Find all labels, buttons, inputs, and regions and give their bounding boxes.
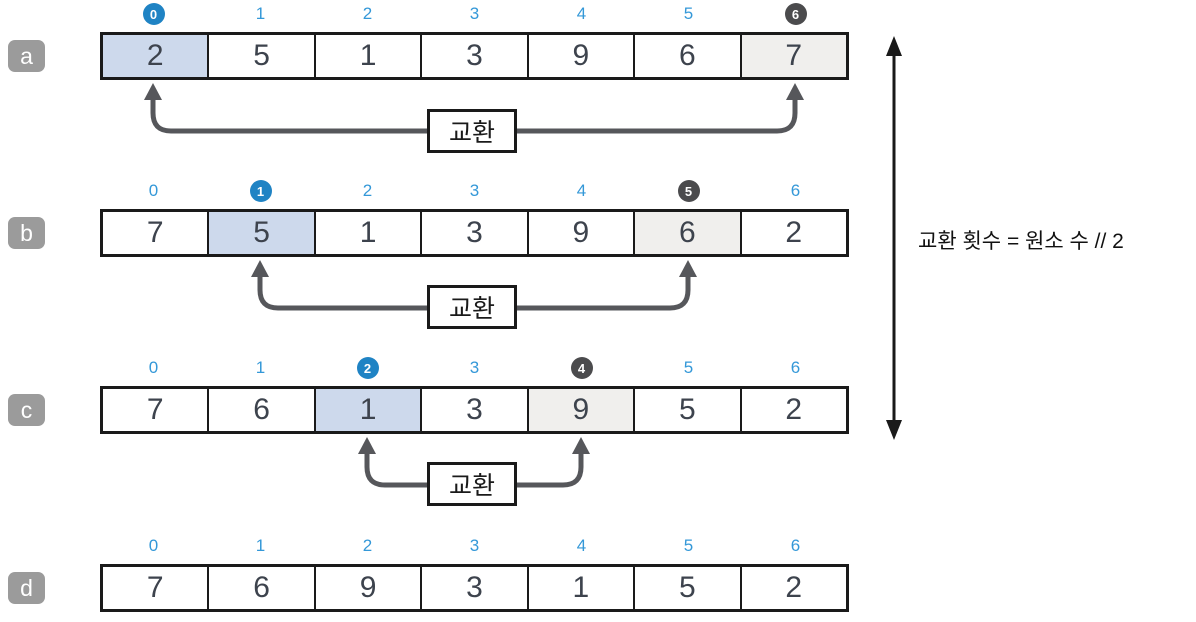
- array-cell: 7: [146, 571, 164, 604]
- array-row-b: 7 5 1 3 9 6 2: [100, 209, 849, 257]
- index-label: 4: [576, 536, 587, 555]
- step-label-a: a: [8, 40, 45, 72]
- array-row-d: 7 6 9 3 1 5 2: [100, 564, 849, 612]
- index-badge-swap-right: 6: [784, 3, 807, 25]
- index-label: 6: [790, 358, 801, 377]
- index-label: 3: [469, 181, 480, 200]
- array-cell: 5: [207, 35, 313, 77]
- array-cell: 9: [526, 212, 633, 254]
- array-cell: 1: [313, 35, 420, 77]
- array-cell: 3: [420, 212, 526, 254]
- step-label-b: b: [8, 217, 45, 249]
- index-label: 0: [148, 358, 159, 377]
- array-cell: 5: [633, 567, 739, 609]
- array-cell: 6: [633, 35, 739, 77]
- array-row-a: 2 5 1 3 9 6 7: [100, 32, 849, 80]
- array-cell: 6: [207, 389, 313, 431]
- index-label: 6: [790, 536, 801, 555]
- swap-count-annotation: 교환 횟수 = 원소 수 // 2: [918, 230, 1124, 253]
- index-row-d: 0 1 2 3 4 5 6: [100, 534, 849, 558]
- range-double-arrow: [886, 36, 902, 440]
- array-cell: 3: [420, 567, 526, 609]
- index-label: 4: [576, 181, 587, 200]
- array-cell: 3: [420, 35, 526, 77]
- array-cell: 9: [526, 35, 633, 77]
- index-row-a: 0 1 2 3 4 5 6: [100, 2, 849, 26]
- array-cell: 1: [526, 567, 633, 609]
- array-cell: 5: [207, 212, 314, 254]
- index-label: 2: [362, 4, 373, 23]
- array-cell: 7: [739, 35, 846, 77]
- swap-label-box-a: 교환: [427, 109, 517, 153]
- array-cell: 6: [207, 567, 313, 609]
- index-badge-swap-left: 0: [142, 3, 165, 25]
- index-badge-swap-right: 5: [677, 180, 700, 202]
- array-cell: 9: [526, 389, 634, 431]
- index-label: 3: [469, 536, 480, 555]
- array-cell: 6: [633, 212, 740, 254]
- index-badge-swap-right: 4: [570, 357, 593, 379]
- index-label: 0: [148, 181, 159, 200]
- swap-label-box-c: 교환: [427, 462, 517, 506]
- index-label: 3: [469, 4, 480, 23]
- index-label: 6: [790, 181, 801, 200]
- index-badge-swap-left: 1: [249, 180, 272, 202]
- array-cell: 9: [313, 567, 420, 609]
- array-cell: 2: [739, 567, 846, 609]
- index-row-b: 0 1 2 3 4 5 6: [100, 179, 849, 203]
- array-cell: 2: [739, 212, 846, 254]
- array-cell: 3: [420, 389, 526, 431]
- array-cell: 7: [146, 393, 164, 426]
- index-label: 0: [148, 536, 159, 555]
- array-cell: 7: [146, 216, 164, 249]
- array-row-c: 7 6 1 3 9 5 2: [100, 386, 849, 434]
- index-badge-swap-left: 2: [356, 357, 379, 379]
- array-cell: 5: [633, 389, 739, 431]
- index-label: 1: [255, 4, 266, 23]
- index-label: 4: [576, 4, 587, 23]
- array-cell: 2: [103, 35, 208, 77]
- array-cell: 1: [313, 389, 421, 431]
- index-label: 1: [255, 536, 266, 555]
- step-label-c: c: [8, 394, 45, 426]
- index-label: 5: [683, 4, 694, 23]
- swap-label-box-b: 교환: [427, 285, 517, 329]
- index-label: 5: [683, 536, 694, 555]
- index-label: 2: [362, 181, 373, 200]
- index-row-c: 0 1 2 3 4 5 6: [100, 356, 849, 380]
- index-label: 1: [255, 358, 266, 377]
- index-label: 5: [683, 358, 694, 377]
- step-label-d: d: [8, 572, 45, 604]
- array-cell: 1: [313, 212, 420, 254]
- index-label: 2: [362, 536, 373, 555]
- array-cell: 2: [739, 389, 846, 431]
- index-label: 3: [469, 358, 480, 377]
